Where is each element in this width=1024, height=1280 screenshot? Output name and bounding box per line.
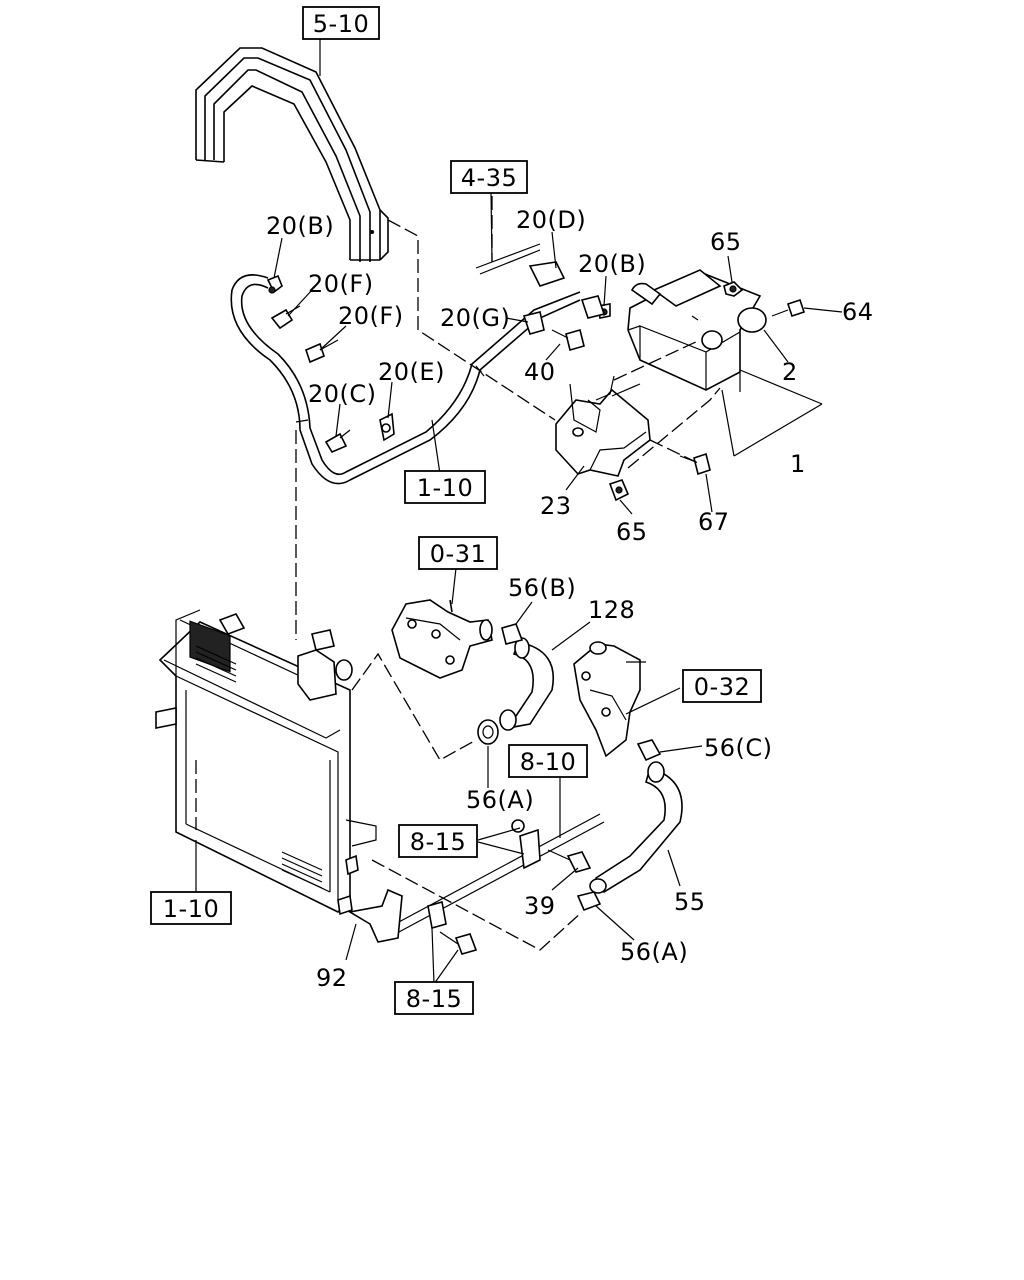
- radiator: [155, 609, 377, 916]
- reserve-tank: [627, 269, 767, 391]
- ref-box-1-10-top: 1-10: [404, 470, 486, 504]
- clamp-56c: [636, 739, 662, 762]
- ref-box-8-10: 8-10: [508, 744, 588, 778]
- clip-20f-lower: [305, 339, 339, 364]
- ref-box-8-15-lower: 8-15: [394, 981, 474, 1015]
- part-20b-left-label: 20(B): [266, 212, 334, 240]
- clamp-56a-lower: [576, 891, 602, 912]
- ref-8-15-lower-label: 8-15: [406, 985, 462, 1013]
- ref-8-10-label: 8-10: [520, 748, 576, 776]
- part-56b-label: 56(B): [508, 574, 576, 602]
- part-92-label: 92: [316, 964, 348, 992]
- ref-1-10-top-label: 1-10: [417, 474, 473, 502]
- overflow-hose: [230, 274, 581, 485]
- clamp-56a-upper: [477, 719, 499, 745]
- part-20g-label: 20(G): [440, 304, 510, 332]
- part-20d-label: 20(D): [516, 206, 586, 234]
- part-64-label: 64: [842, 298, 874, 326]
- part-128-label: 128: [588, 596, 635, 624]
- ref-1-10-bottom-label: 1-10: [163, 895, 219, 923]
- nut-65-bottom: [608, 479, 630, 502]
- part-1-label: 1: [790, 450, 806, 478]
- thermostat-housing: [391, 599, 493, 679]
- clip-20c: [324, 429, 351, 454]
- part-56a-lower-label: 56(A): [620, 938, 688, 966]
- part-55-label: 55: [674, 888, 706, 916]
- ref-box-8-15-upper: 8-15: [398, 824, 478, 858]
- part-65-bottom-label: 65: [616, 518, 648, 546]
- lower-hose: [589, 761, 683, 894]
- ref-box-0-31: 0-31: [418, 536, 498, 570]
- part-56c-label: 56(C): [704, 734, 773, 762]
- clip-20d: [475, 243, 566, 287]
- ref-box-1-10-bottom: 1-10: [150, 891, 232, 925]
- clip-20e: [379, 412, 395, 442]
- roll-bar-frame: [195, 47, 389, 262]
- clamp-56b: [501, 623, 524, 645]
- ref-4-35-label: 4-35: [461, 164, 517, 192]
- bracket-92: [347, 888, 478, 955]
- nut-65-top: [723, 281, 744, 297]
- part-20e-label: 20(E): [378, 358, 445, 386]
- leader-lines: [195, 38, 843, 985]
- part-20f-lower-label: 20(F): [338, 302, 404, 330]
- part-20b-right-label: 20(B): [578, 250, 646, 278]
- part-20c-label: 20(C): [308, 380, 377, 408]
- part-56a-upper-label: 56(A): [466, 786, 534, 814]
- part-67-label: 67: [698, 508, 730, 536]
- ref-box-5-10: 5-10: [302, 6, 380, 40]
- part-labels: 20(B) 20(F) 20(F) 20(C) 20(E) 20(D) 20(B…: [266, 206, 874, 992]
- tank-bracket: [555, 295, 651, 477]
- water-pump-housing: [573, 641, 646, 758]
- clip-20f-upper: [270, 305, 301, 330]
- clip-20b-left: [266, 274, 283, 294]
- part-40-label: 40: [524, 358, 556, 386]
- clip-20g: [522, 311, 545, 335]
- ref-0-31-label: 0-31: [430, 540, 486, 568]
- ref-5-10-label: 5-10: [313, 10, 369, 38]
- ref-0-32-label: 0-32: [694, 673, 750, 701]
- part-65-top-label: 65: [710, 228, 742, 256]
- part-23-label: 23: [540, 492, 572, 520]
- ref-8-15-upper-label: 8-15: [410, 828, 466, 856]
- upper-hose: [499, 637, 554, 731]
- ref-box-0-32: 0-32: [682, 669, 762, 703]
- part-39-label: 39: [524, 892, 556, 920]
- bolt-64: [771, 298, 806, 318]
- ref-box-4-35: 4-35: [450, 160, 528, 194]
- bolt-40: [551, 329, 585, 351]
- part-20f-upper-label: 20(F): [308, 270, 374, 298]
- lower-pipe-bracket: [383, 813, 605, 941]
- part-2-label: 2: [782, 358, 798, 386]
